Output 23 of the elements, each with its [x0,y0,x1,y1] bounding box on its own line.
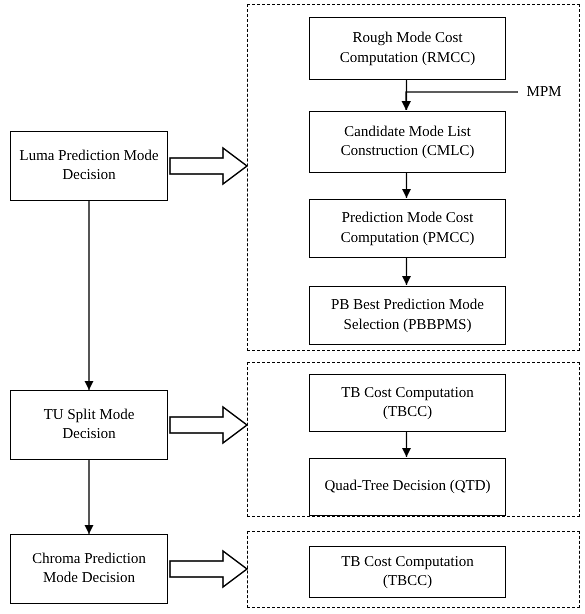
dashed-group-box [247,531,580,608]
block-arrow [169,146,248,186]
node-label: MPM [519,83,569,103]
process-box: Quad-Tree Decision (QTD) [309,458,506,516]
arrow [402,172,411,198]
process-box: Luma Prediction Mode Decision [10,131,168,201]
arrow [402,257,411,285]
process-box: TB Cost Computation (TBCC) [309,374,506,432]
process-box: TB Cost Computation (TBCC) [309,546,506,598]
process-box: Candidate Mode List Construction (CMLC) [309,111,506,173]
arrow [402,91,518,110]
process-box: Prediction Mode Cost Computation (PMCC) [309,199,506,258]
process-box: PB Best Prediction Mode Selection (PBBPMS) [309,286,506,345]
process-box: Chroma Prediction Mode Decision [10,534,168,604]
arrow [84,201,94,390]
dashed-group-box [247,362,580,517]
process-box: TU Split Mode Decision [10,390,168,460]
arrow [84,460,94,534]
block-arrow [169,550,248,588]
block-arrow [169,406,248,444]
arrow [402,431,411,457]
dashed-group-box [247,4,580,351]
process-box: Rough Mode Cost Computation (RMCC) [309,17,506,80]
